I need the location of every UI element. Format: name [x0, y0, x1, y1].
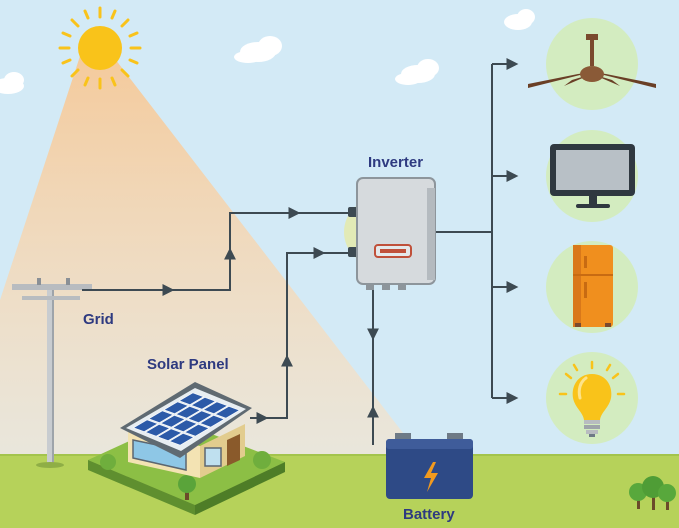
grid-label: Grid	[83, 311, 114, 328]
trees-icon	[629, 476, 676, 510]
solar-cell	[190, 396, 217, 410]
solar-cell	[156, 428, 183, 442]
solar-panel-array	[132, 392, 241, 446]
inverter-label: Inverter	[368, 154, 424, 171]
battery-label: Battery	[403, 506, 455, 523]
appliance-fan	[528, 18, 656, 110]
cloud-icon	[0, 72, 24, 94]
solar-cell	[168, 432, 195, 446]
cloud-icon	[504, 9, 535, 30]
appliance-fridge	[546, 241, 638, 333]
cloud-icon	[234, 36, 282, 63]
solar-cell	[214, 405, 241, 419]
solar-cell	[160, 414, 186, 428]
fridge-icon	[573, 245, 613, 327]
solar-cell	[187, 410, 213, 424]
solar-cell	[132, 419, 159, 433]
tv-icon	[550, 144, 635, 208]
solar-cell	[175, 405, 201, 419]
solar-cell	[148, 410, 174, 424]
solar-cell	[163, 401, 189, 415]
solar-cell	[184, 423, 210, 437]
appliance-bulb	[546, 352, 638, 444]
solar-cell	[202, 401, 229, 415]
fan-icon	[528, 34, 656, 88]
solar-cell	[172, 419, 198, 433]
battery-icon	[386, 433, 473, 499]
solar-cell	[178, 392, 205, 406]
inverter-unit	[344, 177, 436, 290]
appliance-tv	[546, 130, 638, 222]
solar-cell	[144, 423, 171, 437]
sun-icon	[58, 6, 142, 90]
cloud-icon	[395, 59, 439, 85]
solar-panel-label: Solar Panel	[147, 356, 229, 373]
sunbeam	[0, 50, 420, 455]
bulb-icon	[558, 360, 626, 437]
wiring	[82, 58, 519, 445]
solar-cell	[199, 414, 225, 428]
utility-pole-icon	[12, 278, 92, 468]
